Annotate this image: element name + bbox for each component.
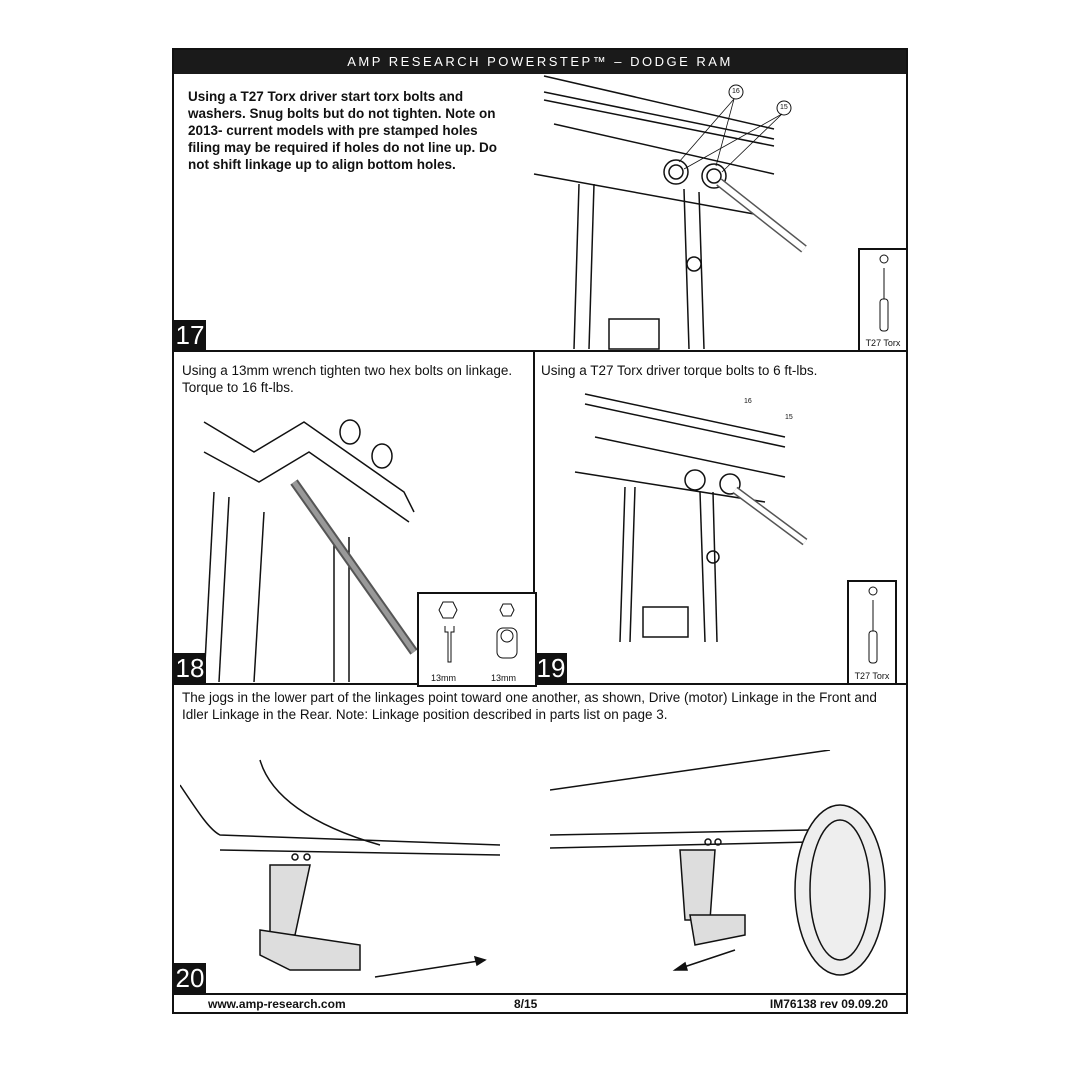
step-number: 19 bbox=[535, 653, 567, 683]
step-17-text: Using a T27 Torx driver start torx bolts… bbox=[188, 89, 498, 172]
tool-label: T27 Torx bbox=[865, 338, 901, 348]
step-20-text: The jogs in the lower part of the linkag… bbox=[182, 690, 877, 722]
step-18-illustration bbox=[203, 419, 418, 682]
step-number: 17 bbox=[174, 320, 206, 350]
callout-16: 16 bbox=[732, 88, 740, 95]
socket-size-label: 13mm bbox=[491, 673, 517, 683]
footer-document-id: IM76138 rev 09.09.20 bbox=[769, 997, 888, 1011]
step-20-panel: The jogs in the lower part of the linkag… bbox=[174, 685, 906, 995]
screwdriver-icon bbox=[868, 586, 878, 664]
wrench-and-socket-icon bbox=[438, 601, 518, 663]
tool-box-torx: T27 Torx bbox=[858, 248, 908, 352]
page-footer: www.amp-research.com 8/15 IM76138 rev 09… bbox=[174, 995, 906, 1014]
callout-16: 16 bbox=[744, 398, 752, 405]
step-19-text: Using a T27 Torx driver torque bolts to … bbox=[541, 363, 818, 378]
step-20-rear-illustration bbox=[550, 750, 886, 976]
instruction-page: AMP RESEARCH POWERSTEP™ – DODGE RAM Usin… bbox=[172, 48, 908, 1014]
screwdriver-icon bbox=[879, 254, 889, 332]
step-number: 18 bbox=[174, 653, 206, 683]
tool-box-torx: T27 Torx bbox=[847, 580, 897, 685]
step-18-panel: Using a 13mm wrench tighten two hex bolt… bbox=[174, 352, 537, 687]
page-header: AMP RESEARCH POWERSTEP™ – DODGE RAM bbox=[174, 50, 906, 74]
footer-website: www.amp-research.com bbox=[208, 997, 346, 1011]
tool-label: T27 Torx bbox=[854, 671, 890, 681]
step-19-illustration bbox=[574, 393, 808, 642]
step-17-illustration bbox=[533, 75, 807, 350]
tool-box-13mm: 13mm 13mm bbox=[417, 592, 537, 687]
step-number: 20 bbox=[174, 963, 206, 993]
callout-15: 15 bbox=[785, 414, 793, 421]
step-18-text: Using a 13mm wrench tighten two hex bolt… bbox=[182, 363, 513, 395]
step-20-front-illustration bbox=[180, 759, 501, 978]
wrench-size-label: 13mm bbox=[431, 673, 457, 683]
step-17-panel: Using a T27 Torx driver start torx bolts… bbox=[174, 74, 908, 352]
step-19-panel: Using a T27 Torx driver torque bolts to … bbox=[535, 352, 906, 685]
footer-page-number: 8/15 bbox=[514, 997, 538, 1011]
callout-15: 15 bbox=[780, 104, 788, 111]
